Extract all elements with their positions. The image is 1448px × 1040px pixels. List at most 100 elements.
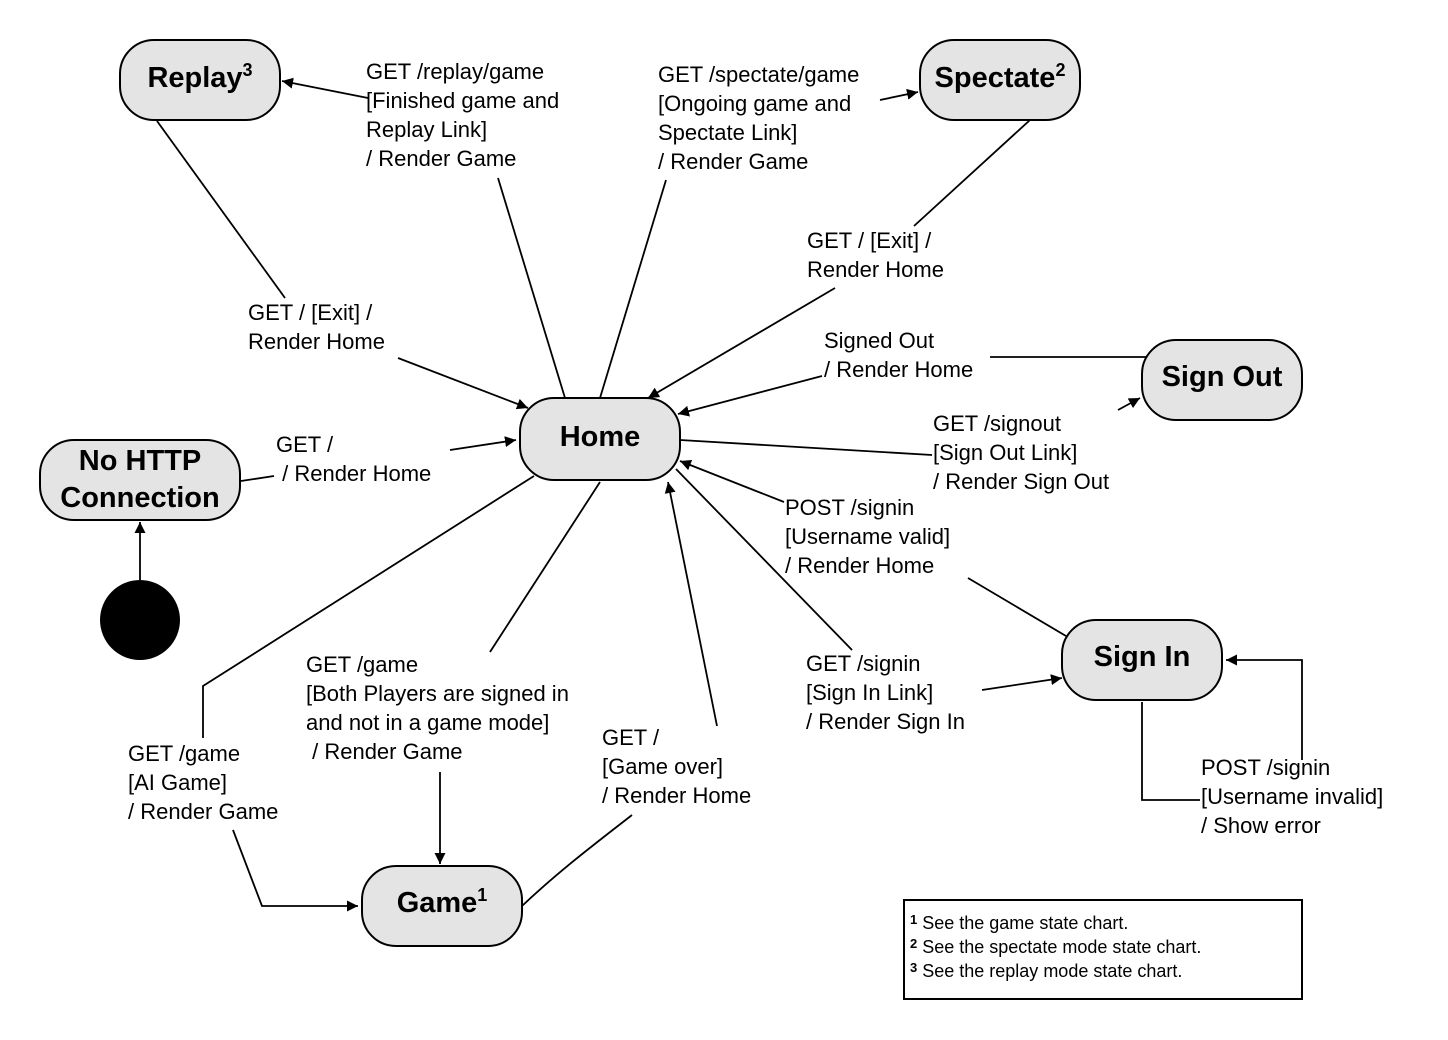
edge-home-to-signin-arrow (981, 674, 1063, 691)
label-line: [Finished game and (366, 88, 559, 113)
label-home-to-game-both: GET /game [Both Players are signed in an… (306, 652, 569, 764)
edge-home-to-replay (497, 177, 566, 399)
label-line: / Render Game (366, 146, 516, 171)
label-line: GET / (602, 725, 660, 750)
edge-signout-to-home-arrow (677, 375, 823, 417)
label-line: Render Home (807, 257, 944, 282)
label-replay-to-home: GET / [Exit] / Render Home (248, 300, 385, 354)
label-line: / Render Home (602, 783, 751, 808)
edge-home-to-signin-line (675, 468, 853, 651)
label-line: and not in a game mode] (306, 710, 549, 735)
footnote-3-text: See the replay mode state chart. (922, 961, 1182, 981)
label-nohttp-to-home: GET / / Render Home (276, 432, 431, 486)
state-signin: Sign In (1061, 619, 1223, 701)
label-line: GET / [Exit] / (807, 228, 932, 253)
label-line: / Render Home (824, 357, 973, 382)
label-line: / Render Game (128, 799, 278, 824)
state-game: Game1 (361, 865, 523, 947)
state-signout-label: Sign Out (1162, 361, 1283, 393)
footnote-1-text: See the game state chart. (922, 913, 1128, 933)
label-line: POST /signin (1201, 755, 1330, 780)
label-line: [Sign In Link] (806, 680, 933, 705)
state-signout: Sign Out (1141, 339, 1303, 421)
state-no-http-connection: No HTTP Connection (39, 439, 241, 521)
state-game-sup: 1 (477, 885, 487, 905)
edge-signin-to-home-line (967, 577, 1067, 637)
label-line: GET /signout (933, 411, 1061, 436)
label-line: GET / [Exit] / (248, 300, 373, 325)
label-game-to-home: GET / [Game over] / Render Home (602, 725, 751, 808)
state-spectate-sup: 2 (1055, 60, 1065, 80)
label-line: GET /game (128, 741, 240, 766)
label-line: / Render Home (785, 553, 934, 578)
state-replay-sup: 3 (243, 60, 253, 80)
footnote-3-marker: 3 (910, 960, 917, 975)
label-line: GET /signin (806, 651, 921, 676)
label-line: [Ongoing game and (658, 91, 851, 116)
edges (134, 77, 1303, 912)
label-line: / Render Game (658, 149, 808, 174)
label-signin-self: POST /signin [Username invalid] / Show e… (1201, 755, 1383, 838)
state-game-label: Game (397, 887, 478, 919)
state-replay-label: Replay (147, 62, 242, 94)
edge-home-to-game-ai-arrow (232, 829, 358, 912)
label-home-to-signin: GET /signin [Sign In Link] / Render Sign… (806, 651, 965, 734)
label-line: Render Home (248, 329, 385, 354)
edge-spectate-exit (913, 119, 1031, 227)
edge-spectate-to-home-arrow (647, 287, 836, 399)
label-line: GET /game (306, 652, 418, 677)
edge-home-to-spectate (599, 179, 667, 399)
edge-home-to-spectate-arrow (879, 88, 919, 101)
label-line: / Show error (1201, 813, 1321, 838)
state-signin-label: Sign In (1094, 641, 1191, 673)
label-home-to-spectate: GET /spectate/game [Ongoing game and Spe… (658, 62, 859, 174)
edge-signin-self-loop-in (1226, 654, 1303, 760)
svg-text:Spectate2: Spectate2 (935, 60, 1066, 94)
state-home-label: Home (560, 421, 641, 453)
label-line: / Render Home (276, 461, 431, 486)
label-signout-to-home: Signed Out / Render Home (824, 328, 973, 382)
state-nohttp-label-line2: Connection (60, 482, 220, 514)
svg-text:Game1: Game1 (397, 885, 488, 919)
footnote-1-marker: 1 (910, 912, 917, 927)
state-spectate: Spectate2 (919, 39, 1081, 121)
edge-replay-to-home-arrow (397, 357, 529, 410)
edge-home-to-signout-line (679, 439, 933, 456)
label-line: [Both Players are signed in (306, 681, 569, 706)
edge-home-to-replay-arrow (281, 77, 369, 99)
label-line: GET /spectate/game (658, 62, 859, 87)
label-line: Replay Link] (366, 117, 487, 142)
label-home-to-signout: GET /signout [Sign Out Link] / Render Si… (933, 411, 1109, 494)
edge-signin-to-home-arrow (679, 459, 785, 503)
state-replay: Replay3 (119, 39, 281, 121)
label-line: GET / (276, 432, 334, 457)
label-line: / Render Game (306, 739, 463, 764)
initial-state-dot (100, 580, 180, 660)
label-line: [Username invalid] (1201, 784, 1383, 809)
label-line: POST /signin (785, 495, 914, 520)
state-home: Home (519, 397, 681, 481)
label-line: [Username valid] (785, 524, 950, 549)
footnotes-box: 1 See the game state chart. 2 See the spec… (903, 899, 1303, 1000)
label-line: Signed Out (824, 328, 934, 353)
edge-nohttp-to-home-line (240, 475, 275, 482)
label-line: / Render Sign In (806, 709, 965, 734)
label-line: / Render Sign Out (933, 469, 1109, 494)
footnote-2-marker: 2 (910, 936, 917, 951)
label-spectate-to-home: GET / [Exit] / Render Home (807, 228, 944, 282)
label-line: [AI Game] (128, 770, 227, 795)
edge-game-to-home-line (521, 814, 633, 907)
edge-game-to-home-arrow (664, 481, 718, 727)
label-signin-to-home: POST /signin [Username valid] / Render H… (785, 495, 950, 578)
label-line: [Game over] (602, 754, 723, 779)
footnote-2-text: See the spectate mode state chart. (922, 937, 1201, 957)
label-home-to-game-ai: GET /game [AI Game] / Render Game (128, 741, 278, 824)
state-nohttp-label-line1: No HTTP (79, 445, 201, 477)
edge-replay-exit (156, 120, 286, 299)
label-line: Spectate Link] (658, 120, 797, 145)
edge-home-to-game-ai-line (202, 475, 535, 738)
